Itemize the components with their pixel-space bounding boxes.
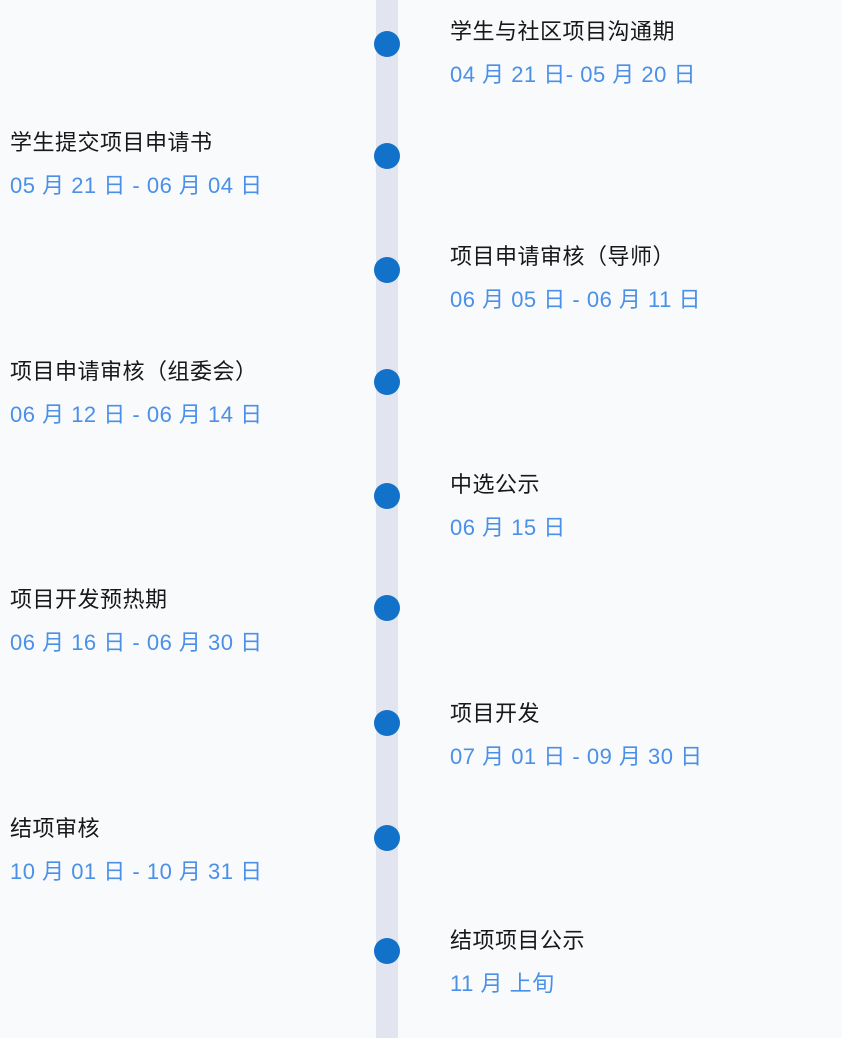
timeline-item: 项目申请审核（组委会） 06 月 12 日 - 06 月 14 日 — [10, 357, 366, 430]
timeline-item-title: 项目申请审核（组委会） — [10, 359, 258, 384]
timeline-item-title: 结项审核 — [10, 816, 101, 841]
timeline-item-date: 06 月 15 日 — [450, 515, 566, 540]
timeline-item: 学生提交项目申请书 05 月 21 日 - 06 月 04 日 — [10, 128, 366, 201]
timeline-item-date: 05 月 21 日 - 06 月 04 日 — [10, 173, 263, 198]
timeline-item: 中选公示 06 月 15 日 — [450, 470, 832, 543]
timeline-item: 学生与社区项目沟通期 04 月 21 日- 05 月 20 日 — [450, 17, 832, 90]
timeline-item-date: 10 月 01 日 - 10 月 31 日 — [10, 859, 263, 884]
timeline-dot — [374, 483, 400, 509]
timeline-item: 结项审核 10 月 01 日 - 10 月 31 日 — [10, 814, 366, 887]
timeline-item-title: 项目开发预热期 — [10, 587, 168, 612]
timeline-dot — [374, 369, 400, 395]
timeline-item-title: 学生提交项目申请书 — [10, 130, 213, 155]
timeline-item-title: 学生与社区项目沟通期 — [450, 19, 676, 44]
timeline-item-title: 中选公示 — [450, 472, 541, 497]
timeline-dot — [374, 938, 400, 964]
timeline-dot — [374, 143, 400, 169]
timeline-item: 项目申请审核（导师） 06 月 05 日 - 06 月 11 日 — [450, 242, 832, 315]
timeline-item-title: 项目申请审核（导师） — [450, 244, 676, 269]
timeline-dot — [374, 31, 400, 57]
timeline-item-title: 项目开发 — [450, 701, 541, 726]
timeline-item-date: 06 月 16 日 - 06 月 30 日 — [10, 630, 263, 655]
timeline-item: 项目开发预热期 06 月 16 日 - 06 月 30 日 — [10, 585, 366, 658]
timeline-item: 结项项目公示 11 月 上旬 — [450, 926, 832, 999]
timeline-dot — [374, 595, 400, 621]
timeline-item-date: 06 月 12 日 - 06 月 14 日 — [10, 402, 263, 427]
timeline-item-title: 结项项目公示 — [450, 928, 586, 953]
timeline-item: 项目开发 07 月 01 日 - 09 月 30 日 — [450, 699, 832, 772]
timeline-item-date: 11 月 上旬 — [450, 971, 555, 996]
timeline-item-date: 06 月 05 日 - 06 月 11 日 — [450, 287, 701, 312]
timeline-dot — [374, 825, 400, 851]
timeline-item-date: 04 月 21 日- 05 月 20 日 — [450, 62, 696, 87]
timeline-item-date: 07 月 01 日 - 09 月 30 日 — [450, 744, 703, 769]
timeline-dot — [374, 710, 400, 736]
timeline-dot — [374, 257, 400, 283]
